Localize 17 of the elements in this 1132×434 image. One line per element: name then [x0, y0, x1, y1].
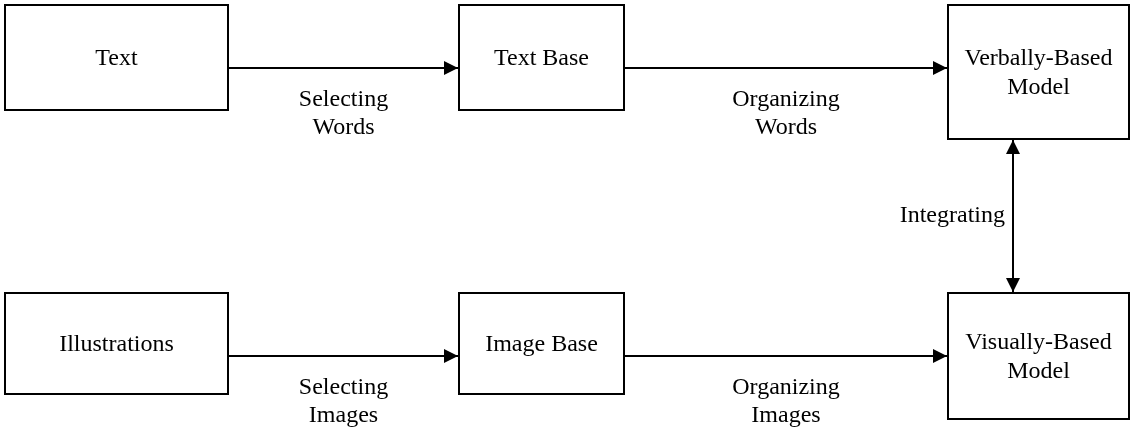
box-label: Text Base	[494, 43, 589, 72]
arrow	[228, 349, 459, 363]
box-label: Image Base	[485, 329, 598, 358]
box-label: Illustrations	[59, 329, 174, 358]
process-box	[947, 4, 1130, 140]
arrow	[624, 61, 948, 75]
arrow	[1006, 139, 1020, 293]
process-box	[947, 292, 1130, 420]
process-box	[4, 4, 229, 111]
arrow	[228, 61, 459, 75]
box-label: Verbally-Based Model	[963, 43, 1114, 101]
box-label: Text	[95, 43, 138, 72]
box-label: Visually-Based Model	[964, 327, 1113, 385]
process-box	[4, 292, 229, 395]
process-box	[458, 292, 625, 395]
arrow	[624, 349, 948, 363]
process-box	[458, 4, 625, 111]
